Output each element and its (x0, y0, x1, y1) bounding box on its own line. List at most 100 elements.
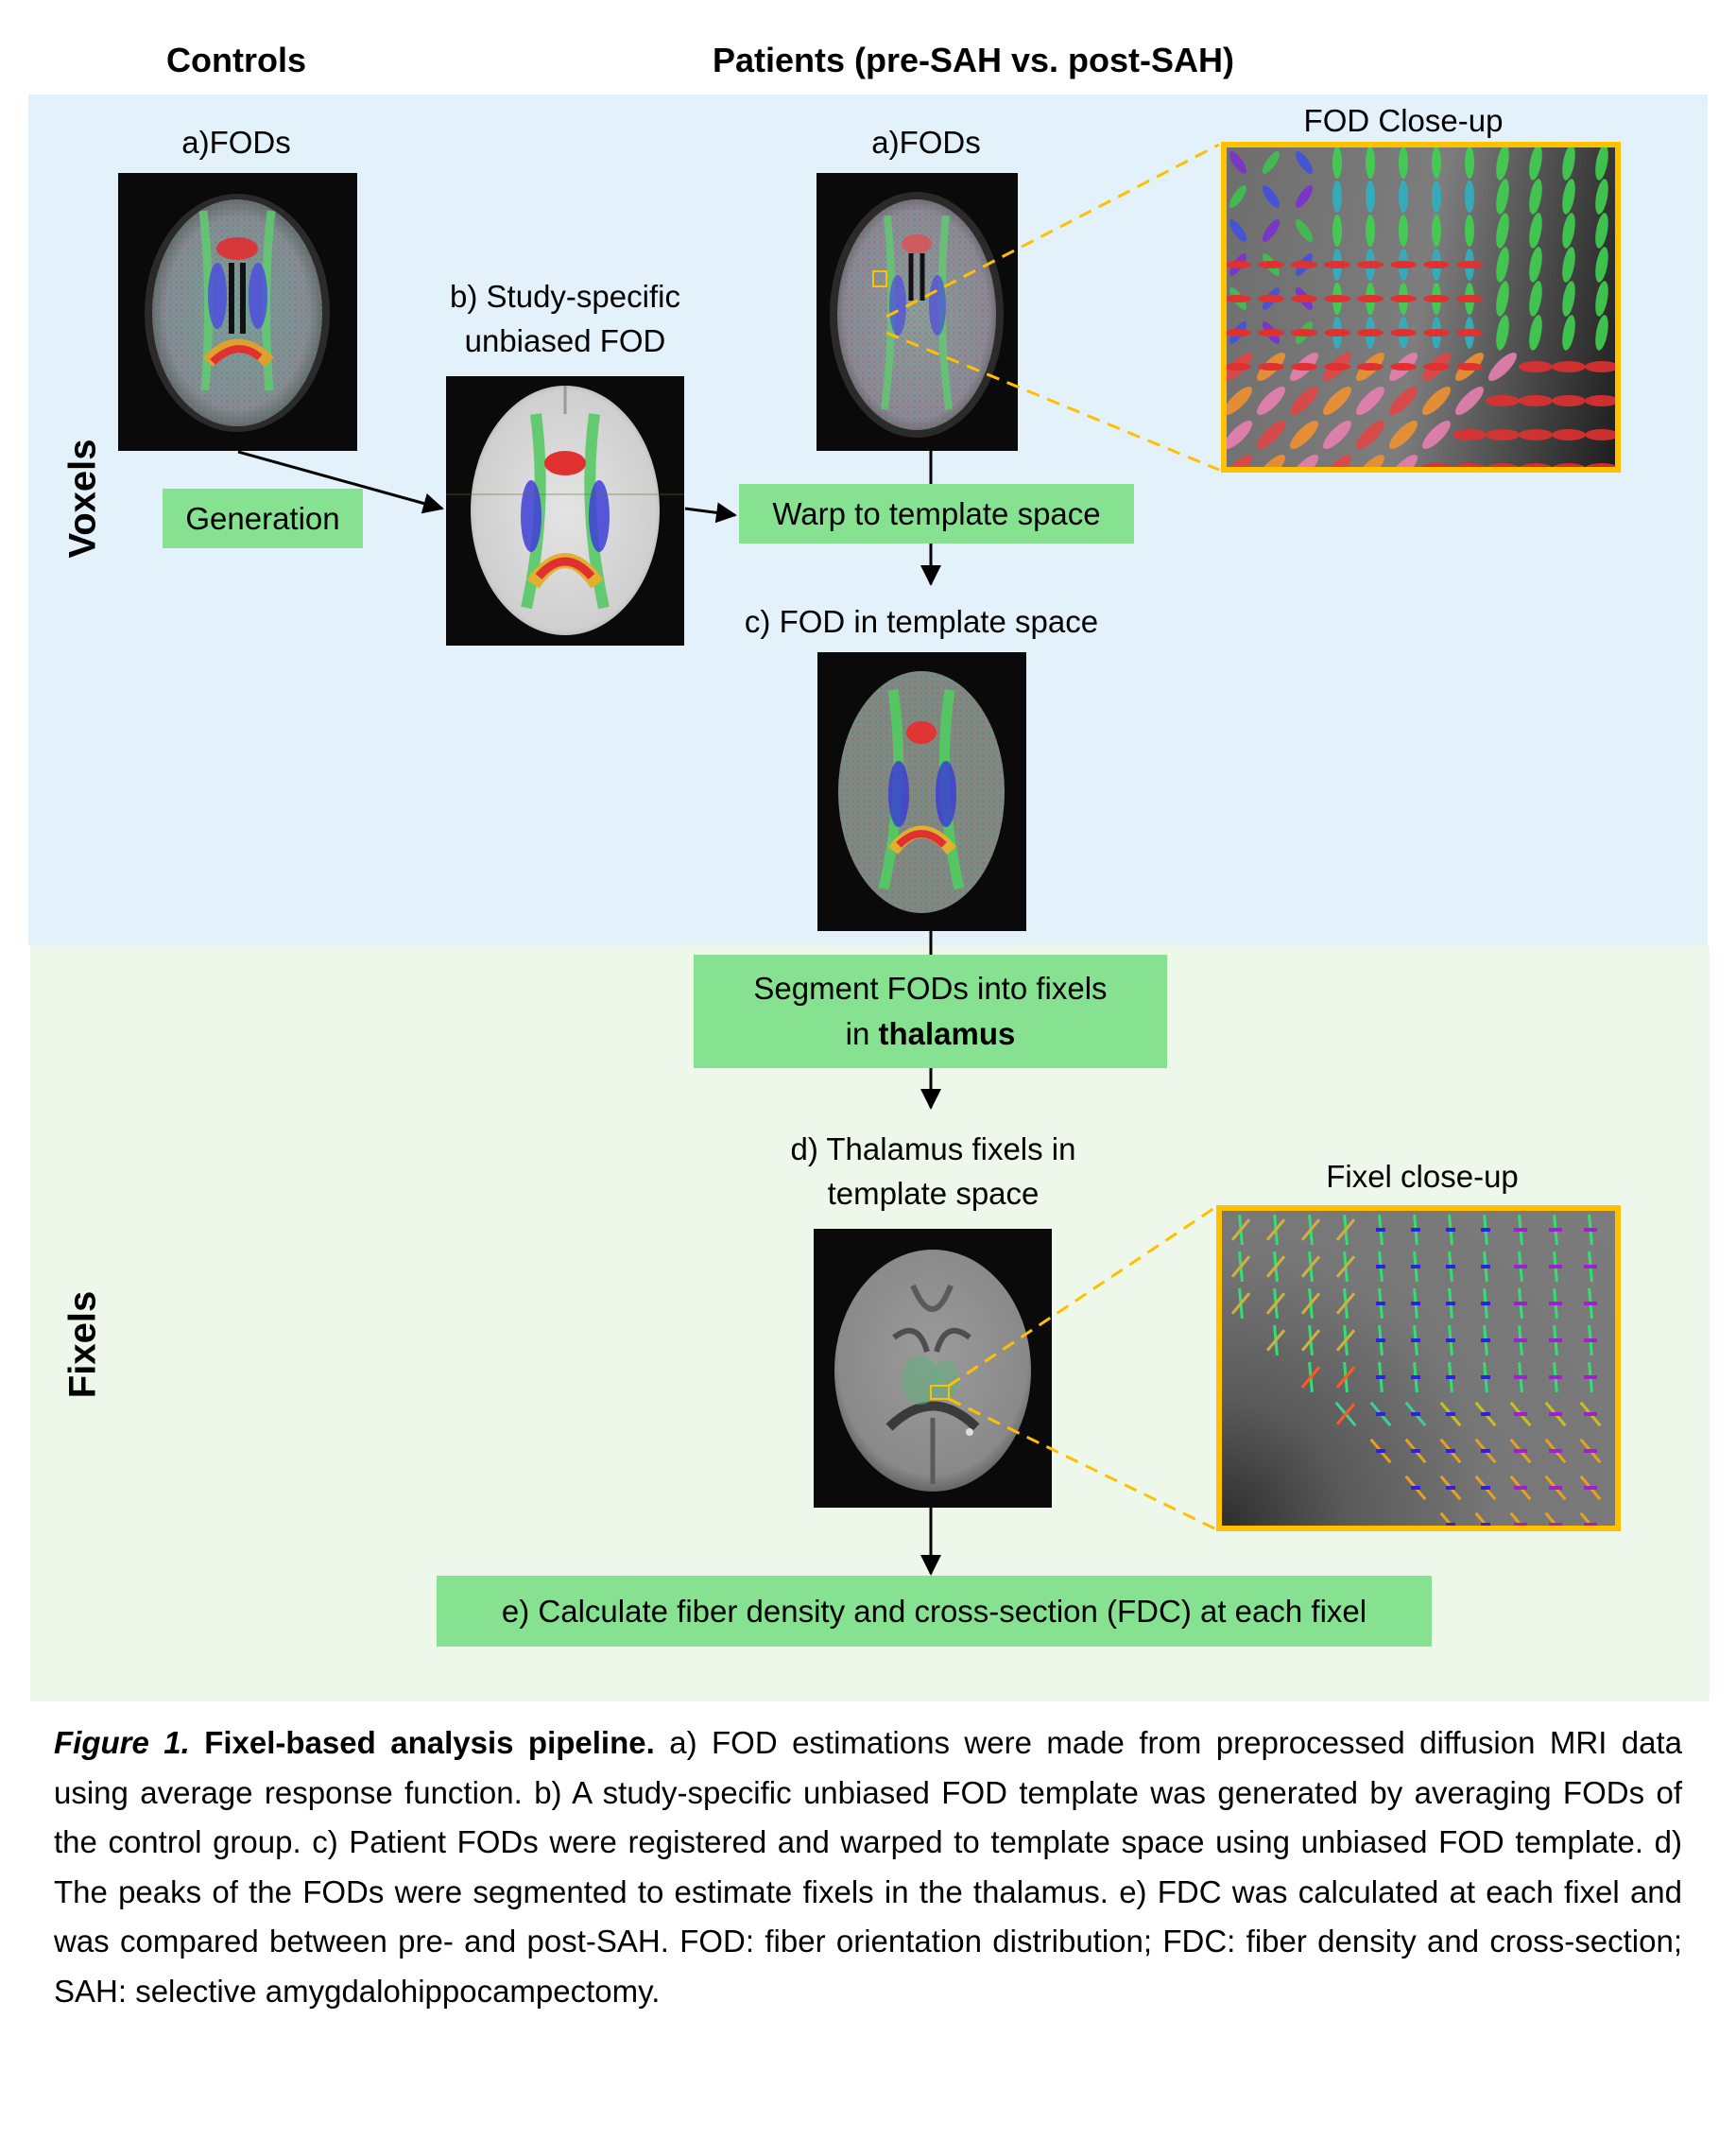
segment-step-prefix: in (845, 1016, 879, 1051)
controls-fods-label: a)FODs (181, 125, 291, 160)
fod-glyph (1585, 395, 1615, 406)
fixel-closeup-title: Fixel close-up (1326, 1159, 1519, 1194)
fod-glyph (1389, 455, 1418, 467)
fod-closeup-image (1221, 142, 1621, 473)
fixel-closeup-image (1216, 1205, 1621, 1531)
segment-step-region: thalamus (878, 1016, 1016, 1051)
fod-glyph (1585, 463, 1615, 467)
fod-glyph (1227, 455, 1252, 467)
fod-glyph (1257, 421, 1285, 449)
fod-glyph (1390, 295, 1417, 302)
study-template-label-line2: unbiased FOD (464, 323, 666, 358)
fod-glyph (1562, 315, 1575, 351)
fixel-glyph (1335, 1292, 1356, 1315)
fod-glyph (1552, 395, 1586, 406)
fod-glyph (1519, 395, 1553, 406)
fod-glyph (1562, 147, 1575, 181)
fixel-glyph (1335, 1366, 1356, 1389)
fixel-glyph (1265, 1329, 1286, 1352)
fod-glyph (1595, 315, 1608, 351)
fod-glyph (1456, 329, 1483, 337)
fod-glyph (1227, 295, 1251, 302)
fod-glyph (1465, 215, 1474, 247)
fod-glyph (1562, 213, 1575, 249)
fod-glyph (1552, 361, 1586, 372)
fod-glyph (1496, 147, 1509, 181)
fod-glyph (1332, 215, 1342, 247)
fod-glyph (1432, 147, 1441, 179)
fod-glyph (1529, 213, 1542, 249)
fod-glyph (1324, 261, 1350, 268)
fixel-glyph (1230, 1292, 1251, 1315)
fod-glyph (1452, 429, 1487, 440)
fod-glyph (1357, 295, 1384, 302)
fod-glyph (1456, 261, 1483, 268)
fod-glyph (1257, 455, 1285, 467)
fod-glyph (1595, 247, 1608, 283)
fod-glyph (1496, 315, 1509, 351)
segment-step-line2: in thalamus (846, 1011, 1016, 1057)
fod-glyph (1529, 315, 1542, 351)
fod-glyph (1585, 429, 1615, 440)
fod-glyph (1529, 247, 1542, 283)
fod-glyph (1262, 185, 1281, 208)
fixel-glyph (1300, 1255, 1321, 1278)
figure-caption: Figure 1. Fixel-based analysis pipeline.… (54, 1718, 1682, 2016)
fod-glyph (1324, 295, 1350, 302)
fixels-section-label: Fixels (61, 1290, 104, 1399)
study-template-label-line1: b) Study-specific (450, 279, 680, 314)
fod-glyph (1390, 363, 1417, 371)
fod-glyph (1496, 247, 1509, 283)
fixel-glyph (1230, 1218, 1251, 1241)
fod-glyph (1357, 329, 1384, 337)
fod-glyph (1291, 261, 1317, 268)
fod-glyph (1258, 363, 1284, 371)
fod-glyph (1324, 329, 1350, 337)
fdc-step: e) Calculate fiber density and cross-sec… (437, 1576, 1432, 1647)
fod-glyph (1366, 215, 1375, 247)
fod-glyph (1399, 181, 1408, 213)
controls-fod-brain-image (118, 173, 357, 451)
fixel-glyph (1300, 1218, 1321, 1241)
controls-header: Controls (166, 41, 306, 79)
fod-glyph (1332, 147, 1342, 179)
fixel-glyph (1335, 1255, 1356, 1278)
fod-glyph (1423, 329, 1450, 337)
fod-glyph (1423, 295, 1450, 302)
fixel-glyph (1335, 1403, 1356, 1425)
thalamus-fixels-label-line1: d) Thalamus fixels in (790, 1131, 1076, 1166)
fod-glyph (1552, 463, 1586, 467)
fod-glyph (1595, 147, 1608, 181)
fod-glyph (1290, 421, 1318, 449)
fod-glyph (1227, 329, 1251, 337)
fixel-glyph (1300, 1366, 1321, 1389)
caption-title: Fixel-based analysis pipeline. (204, 1725, 655, 1760)
fod-glyph (1486, 429, 1520, 440)
fod-glyph (1496, 213, 1509, 249)
fixel-roi-marker (930, 1385, 950, 1400)
fod-glyph (1323, 421, 1351, 449)
fod-glyph (1562, 281, 1575, 317)
fod-glyph (1324, 363, 1350, 371)
fod-glyph (1229, 219, 1247, 242)
fod-glyph (1389, 421, 1418, 449)
fod-glyph (1399, 147, 1408, 179)
fod-glyph (1423, 363, 1450, 371)
caption-figure-label: Figure 1. (54, 1725, 190, 1760)
fod-glyph (1291, 363, 1317, 371)
fod-glyph (1356, 421, 1384, 449)
fod-glyph (1452, 463, 1487, 467)
fod-glyph (1332, 181, 1342, 213)
fod-glyph (1227, 363, 1251, 371)
fod-glyph (1291, 295, 1317, 302)
fod-glyph (1262, 219, 1281, 242)
fod-glyph (1366, 147, 1375, 179)
thalamus-fixels-label-line2: template space (827, 1176, 1040, 1211)
fod-closeup-title: FOD Close-up (1303, 103, 1504, 138)
fod-glyph (1486, 395, 1520, 406)
fod-glyph (1486, 463, 1520, 467)
fod-glyph (1258, 261, 1284, 268)
fod-glyph (1562, 247, 1575, 283)
patients-fods-label: a)FODs (871, 125, 981, 160)
fod-glyph (1399, 215, 1408, 247)
